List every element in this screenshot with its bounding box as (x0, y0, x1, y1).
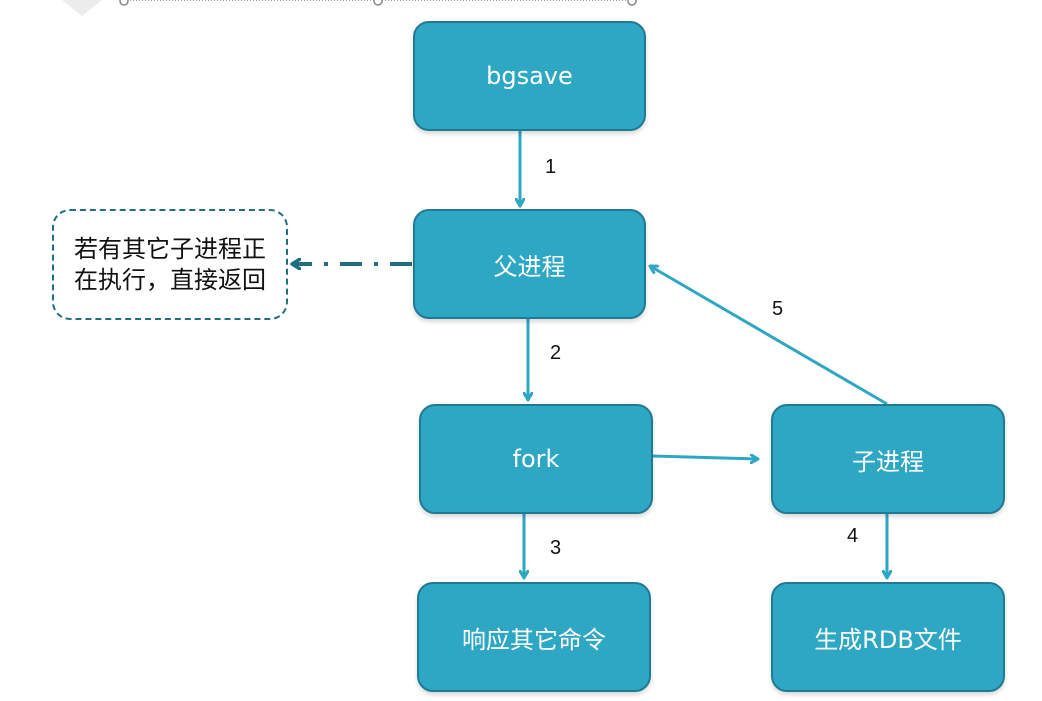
node-fork: fork (419, 404, 653, 514)
arrow-fork-to-child (652, 456, 758, 459)
note-return-if-child-running: 若有其它子进程正在执行，直接返回 (52, 209, 288, 320)
node-fork-label: fork (512, 445, 560, 473)
top-decoration (62, 0, 637, 16)
node-respond-other-commands-label: 响应其它命令 (462, 625, 606, 654)
node-child-process: 子进程 (771, 404, 1005, 514)
step-label-5: 5 (772, 298, 784, 320)
node-parent-process: 父进程 (413, 209, 646, 319)
step-label-2: 2 (550, 342, 562, 364)
node-bgsave-label: bgsave (486, 62, 573, 90)
step-label-1: 1 (545, 156, 557, 178)
node-generate-rdb-file: 生成RDB文件 (771, 582, 1005, 692)
arrow-step-5 (650, 266, 888, 406)
node-respond-other-commands: 响应其它命令 (417, 582, 651, 692)
node-bgsave: bgsave (413, 21, 646, 131)
step-label-3: 3 (550, 537, 562, 559)
node-parent-process-label: 父进程 (493, 252, 566, 281)
note-label: 若有其它子进程正在执行，直接返回 (74, 234, 266, 294)
step-label-4: 4 (847, 525, 859, 547)
node-child-process-label: 子进程 (852, 447, 924, 476)
node-generate-rdb-file-label: 生成RDB文件 (814, 625, 962, 654)
